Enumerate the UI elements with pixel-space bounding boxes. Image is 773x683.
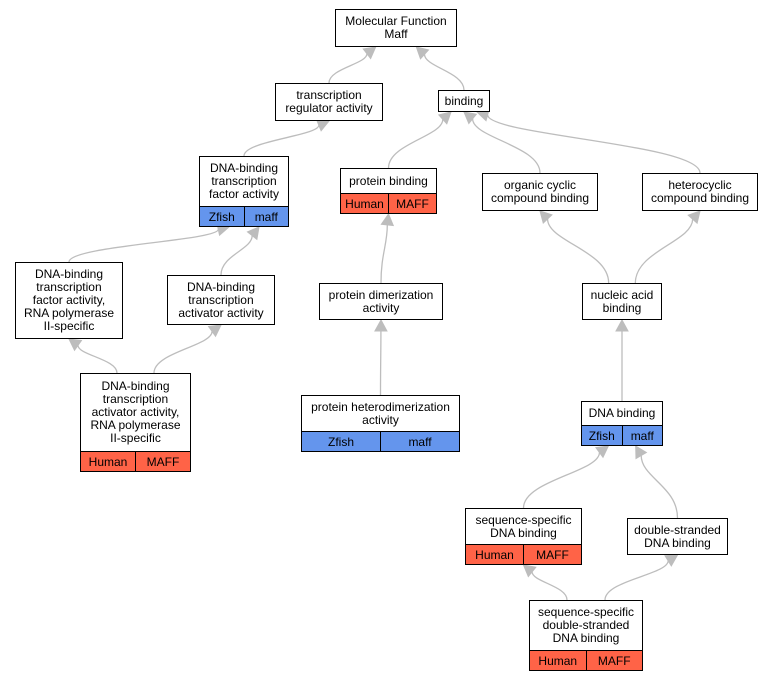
arrowhead-dbtaa_pol2-to-dbtaa [207,324,222,338]
node-protein-heterodimerization-activity[interactable]: protein heterodimerization activity Zfis… [301,395,460,452]
edge-ssdb-to-dnab [522,452,601,509]
node-label: Molecular Function Maff [345,14,447,41]
node-sequence-specific-dna-binding[interactable]: sequence-specific DNA binding Human MAFF [465,508,582,565]
gene-tag-maff: MAFF [585,651,642,670]
arrowhead-ssdb-to-dnab [595,445,610,459]
species-tag-human: Human [81,452,135,471]
edge-pb-to-binding [387,119,444,169]
node-label: protein heterodimerization activity [311,399,450,427]
node-molecular-function[interactable]: Molecular Function Maff [335,9,457,47]
arrowhead-nab-to-occb [539,210,553,225]
node-organic-cyclic-compound-binding[interactable]: organic cyclic compound binding [482,173,598,211]
species-tag-zfish: Zfish [582,426,622,445]
node-label: organic cyclic compound binding [490,178,590,205]
node-dna-binding-transcription-factor-activity-rna-pol-ii[interactable]: DNA-binding transcription factor activit… [15,262,123,339]
arrowhead-ssdsdb-to-dsdb [664,554,679,567]
arrowhead-dbtaa_pol2-to-dbtfa_pol2 [68,338,83,352]
node-protein-binding[interactable]: protein binding Human MAFF [340,168,437,214]
edge-dbtaa_pol2-to-dbtfa_pol2 [77,345,118,374]
node-label: binding [444,93,484,108]
gene-tag-maff: maff [380,432,459,451]
edge-tra-to-mf [328,53,368,84]
arrowhead-dnab-to-nab [615,318,629,332]
edge-dbtaa_pol2-to-dbtaa [153,331,213,374]
node-label: DNA-binding transcription factor activit… [23,267,115,333]
species-tag-human: Human [530,651,586,670]
species-tag-zfish: Zfish [200,207,244,226]
node-protein-dimerization-activity[interactable]: protein dimerization activity [319,283,443,320]
arrowhead-phda-to-pda [374,318,388,332]
species-tag-human: Human [341,194,388,213]
edge-hcb-to-binding [486,114,701,174]
arrowhead-binding-to-mf [415,46,430,60]
edge-nab-to-hcb [634,219,694,284]
arrowhead-nab-to-hcb [687,210,701,225]
gene-tag-maff: maff [621,426,662,445]
arrowhead-dbtaa-to-dbtfa [246,226,260,241]
annotation-row: Human MAFF [81,451,190,471]
edge-nab-to-occb [546,218,610,284]
node-label: transcription regulator activity [285,88,373,115]
edge-dbtaa-to-dbtfa [220,235,253,276]
edge-binding-to-mf [423,54,465,91]
species-tag-zfish: Zfish [302,432,380,451]
arrowhead-dbtfa-to-tra [315,119,330,132]
arrowhead-pb-to-binding [437,111,452,125]
annotation-row: Human MAFF [466,544,581,564]
node-nucleic-acid-binding[interactable]: nucleic acid binding [582,283,662,320]
node-label: DNA binding [588,406,656,420]
node-heterocyclic-compound-binding[interactable]: heterocyclic compound binding [642,173,758,211]
node-dna-binding-transcription-activator-activity[interactable]: DNA-binding transcription activator acti… [167,275,275,325]
edge-ssdsdb-to-ssdb [531,571,568,601]
node-label: heterocyclic compound binding [650,178,750,205]
node-dna-binding[interactable]: DNA binding Zfish maff [581,401,663,446]
gene-tag-maff: MAFF [388,194,436,213]
node-label: DNA-binding transcription activator acti… [178,279,264,320]
arrowhead-occb-to-binding [463,111,478,125]
node-sequence-specific-double-stranded-dna-binding[interactable]: sequence-specific double-stranded DNA bi… [529,600,643,671]
edge-dbtfa-to-tra [243,124,320,157]
node-label: sequence-specific DNA binding [475,512,572,540]
gene-tag-maff: maff [243,207,288,226]
node-label: protein dimerization activity [328,287,434,315]
annotation-row: Zfish maff [200,206,288,226]
arrowhead-ssdsdb-to-ssdb [522,564,537,578]
node-dna-binding-transcription-factor-activity[interactable]: DNA-binding transcription factor activit… [199,156,289,227]
annotation-row: Zfish maff [302,431,459,451]
gene-tag-maff: MAFF [523,545,581,564]
node-dna-binding-transcription-activator-activity-rna-pol-ii[interactable]: DNA-binding transcription activator acti… [80,373,191,472]
edge-ssdsdb-to-dsdb [604,560,669,601]
edge-occb-to-binding [471,118,541,174]
node-label: nucleic acid binding [590,287,654,315]
gene-tag-maff: MAFF [135,452,190,471]
arrowhead-pda-to-pb [380,212,395,227]
edge-pda-to-pb [380,224,388,284]
annotation-row: Human MAFF [341,193,436,213]
node-label: DNA-binding transcription activator acti… [90,379,181,445]
annotation-row: Zfish maff [582,425,662,445]
node-label: DNA-binding transcription factor activit… [208,161,280,201]
node-transcription-regulator-activity[interactable]: transcription regulator activity [275,83,383,121]
node-label: sequence-specific double-stranded DNA bi… [537,605,635,645]
edge-dbtfa_pol2-to-dbtfa [68,228,219,263]
arrowhead-dsdb-to-dnab [635,445,648,460]
node-double-stranded-dna-binding[interactable]: double-stranded DNA binding [627,518,728,555]
species-tag-human: Human [466,545,523,564]
annotation-row: Human MAFF [530,650,642,670]
edge-dsdb-to-dnab [640,455,679,519]
node-label: double-stranded DNA binding [634,522,721,550]
node-label: protein binding [349,173,428,188]
node-binding[interactable]: binding [438,90,490,112]
arrowhead-tra-to-mf [362,46,377,60]
